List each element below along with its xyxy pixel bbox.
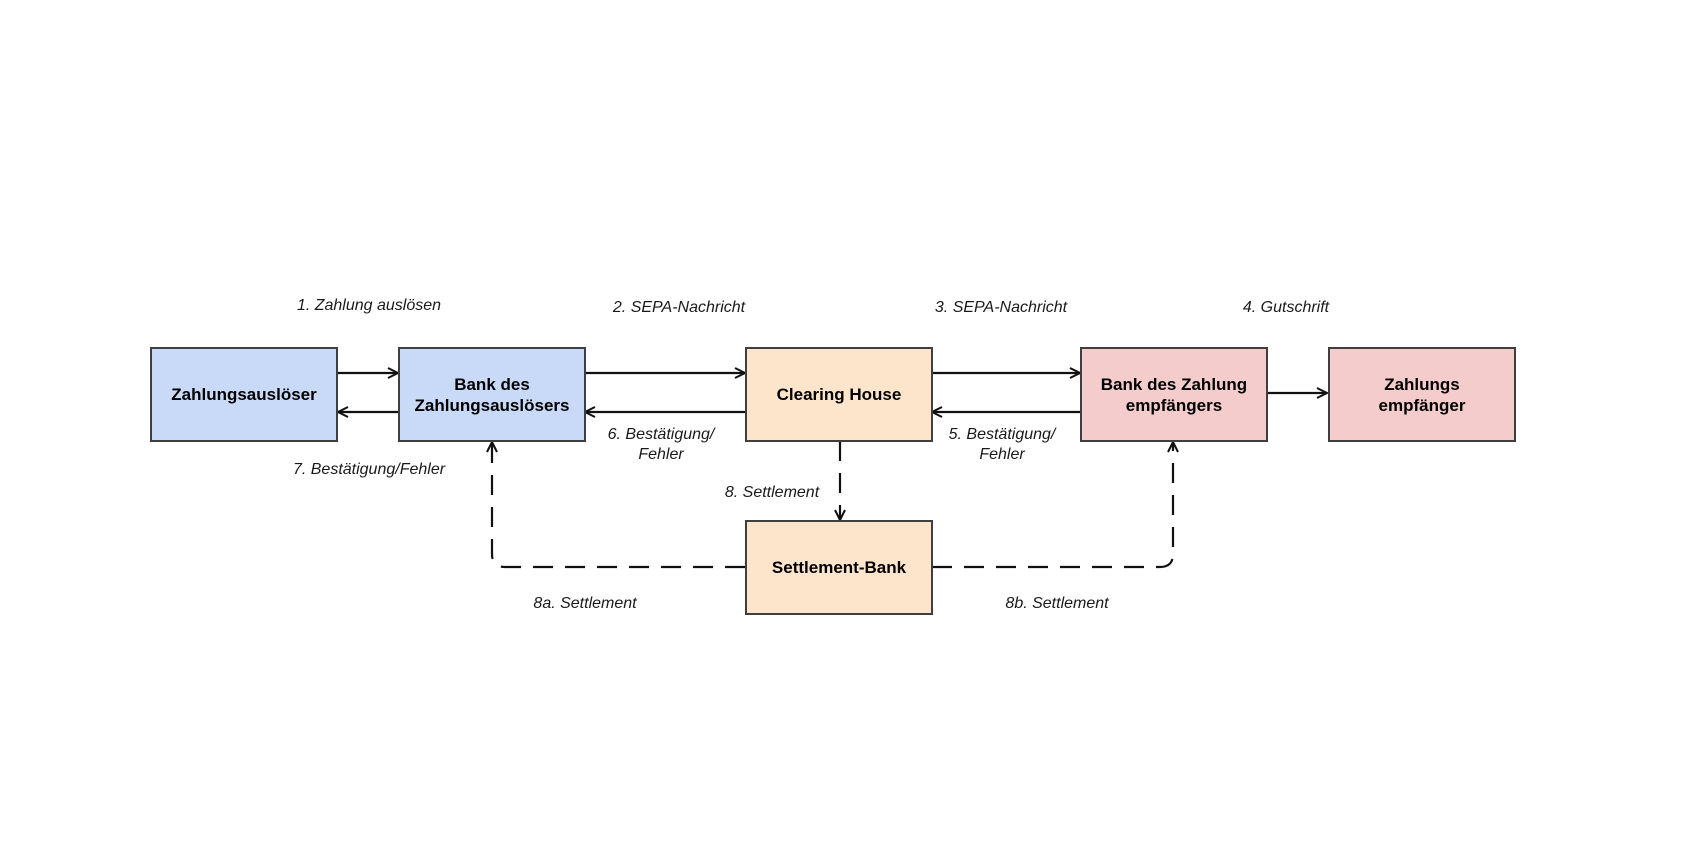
edge-label-8a: 8a. Settlement <box>533 595 637 612</box>
edge-label-5: 5. Bestätigung/ Fehler <box>948 426 1056 463</box>
edge-label-3: 3. SEPA-Nachricht <box>934 299 1068 316</box>
node-clearing-house[interactable]: Clearing House <box>745 347 933 442</box>
node-bank-empfaenger[interactable]: Bank des Zahlung empfängers <box>1080 347 1268 442</box>
edge-label-4: 4. Gutschrift <box>1242 299 1330 316</box>
node-bank-ausloeser[interactable]: Bank des Zahlungsauslösers <box>398 347 586 442</box>
edge-label-6: 6. Bestätigung/ Fehler <box>607 426 715 463</box>
node-zahlungsempfaenger[interactable]: Zahlungs empfänger <box>1328 347 1516 442</box>
edge-label-2: 2. SEPA-Nachricht <box>612 299 746 316</box>
edge-8b-arrow <box>932 442 1173 569</box>
node-settlement-bank[interactable]: Settlement-Bank <box>745 520 933 615</box>
edge-8a-arrow <box>492 442 745 569</box>
edge-label-7: 7. Bestätigung/Fehler <box>292 461 446 478</box>
edge-label-8b: 8b. Settlement <box>1005 595 1109 612</box>
edge-label-8: 8. Settlement <box>724 484 820 501</box>
node-zahlungsausloeser[interactable]: Zahlungsauslöser <box>150 347 338 442</box>
edge-label-1: 1. Zahlung auslösen <box>296 297 442 314</box>
